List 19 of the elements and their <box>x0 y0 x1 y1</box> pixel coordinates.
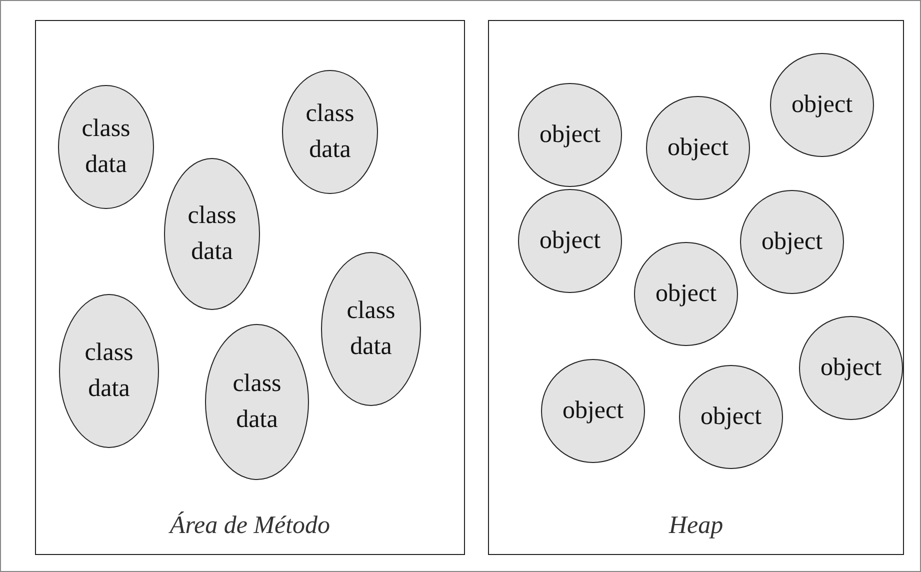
node-label: object <box>791 90 853 120</box>
node-label: object <box>539 226 601 256</box>
node-label: object <box>700 402 762 432</box>
node-label: object <box>667 132 729 163</box>
node-label: class data <box>84 338 134 404</box>
node-label: object <box>562 396 624 426</box>
node-label: class data <box>304 98 356 165</box>
panel-box <box>35 20 465 555</box>
node-label: class data <box>186 200 238 267</box>
node-label: class data <box>232 368 282 435</box>
node-label: class data <box>80 114 132 180</box>
node-label: class data <box>346 296 396 362</box>
node-label: object <box>655 278 717 309</box>
node-label: object <box>761 226 823 257</box>
panel-title: Heap <box>668 512 724 540</box>
node-label: object <box>539 120 601 150</box>
panel-title: Área de Método <box>170 512 330 540</box>
node-label: object <box>820 352 882 383</box>
panel-box <box>488 20 904 555</box>
